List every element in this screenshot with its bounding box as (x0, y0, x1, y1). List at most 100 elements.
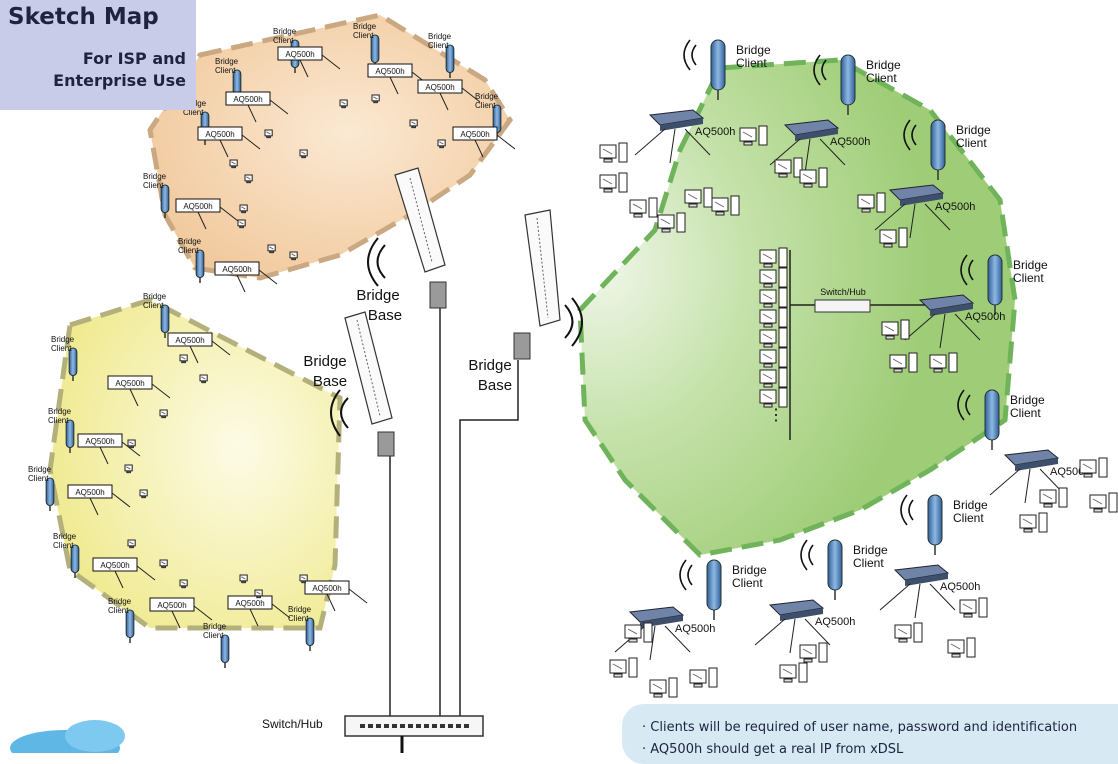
svg-text:AQ500h: AQ500h (965, 311, 1005, 323)
svg-text:AQ500h: AQ500h (222, 265, 251, 274)
aq500h-router: AQ500h (304, 580, 368, 612)
computer-icon (299, 574, 308, 584)
computer-icon (254, 589, 263, 599)
map-subtitle: For ISP and Enterprise Use (53, 48, 186, 92)
computer-icon (299, 149, 308, 159)
computer-icon (881, 319, 910, 340)
computer-icon (629, 197, 658, 218)
computer-icon (799, 642, 828, 663)
bridge-base-tower-top (367, 167, 447, 309)
aq500h-router: AQ500h (214, 261, 278, 293)
backbone-wiring (389, 300, 519, 725)
computer-icon (159, 559, 168, 569)
notes-box: · Clients will be required of user name,… (622, 704, 1118, 764)
aq500h-router: AQ500h (367, 63, 431, 95)
computer-icon (371, 94, 380, 104)
computer-icon (857, 192, 886, 213)
svg-text:AQ500h: AQ500h (235, 599, 264, 608)
computer-icon (159, 409, 168, 419)
svg-text:AQ500h: AQ500h (233, 95, 262, 104)
svg-text:AQ500h: AQ500h (675, 623, 715, 635)
computer-icon (1079, 457, 1108, 478)
computer-icon (759, 327, 788, 348)
aq500h-router: AQ500h (167, 332, 231, 364)
computer-icon (229, 159, 238, 169)
svg-text:AQ500h: AQ500h (85, 437, 114, 446)
svg-text:AQ500h: AQ500h (460, 130, 489, 139)
computer-icon (774, 157, 803, 178)
computer-icon (244, 174, 253, 184)
computer-icon (684, 187, 713, 208)
svg-text:AQ500h: AQ500h (115, 379, 144, 388)
computer-icon (759, 247, 788, 268)
yellow-coverage-area (47, 297, 343, 631)
svg-text:AQ500h: AQ500h (425, 83, 454, 92)
computer-icon (879, 227, 908, 248)
orange-coverage-area (147, 12, 514, 281)
aq500h-router: AQ500h (67, 484, 131, 516)
computer-icon (1089, 492, 1118, 513)
svg-text:AQ500h: AQ500h (175, 336, 204, 345)
green-switch-hub-cluster: Switch/Hub ⋮ (768, 250, 925, 440)
computer-icon (689, 667, 718, 688)
aq500h-router: AQ500h (277, 46, 341, 78)
svg-text:AQ500h: AQ500h (695, 126, 735, 138)
computer-icon (889, 352, 918, 373)
aq500h-router: AQ500h (107, 375, 171, 407)
svg-text:AQ500h: AQ500h (205, 130, 234, 139)
computer-icon (199, 374, 208, 384)
computer-icon (127, 439, 136, 449)
map-subtitle-line-2: Enterprise Use (53, 71, 186, 90)
computer-icon (599, 172, 628, 193)
svg-text:AQ500h: AQ500h (312, 584, 341, 593)
note-line-2: · AQ500h should get a real IP from xDSL (642, 742, 904, 757)
svg-text:AQ500h: AQ500h (75, 488, 104, 497)
computer-icon (124, 464, 133, 474)
computer-icon (289, 251, 298, 261)
computer-icon (657, 212, 686, 233)
computer-icon (1039, 487, 1068, 508)
computer-icon (649, 677, 678, 698)
svg-text:⋮: ⋮ (768, 407, 784, 424)
aq500h-router: AQ500h (754, 599, 855, 654)
aq500h-router: AQ500h (175, 198, 239, 230)
computer-icon (711, 195, 740, 216)
computer-icon (759, 367, 788, 388)
svg-text:AQ500h: AQ500h (940, 581, 980, 593)
aq500h-router: AQ500h (197, 126, 261, 158)
computer-icon (239, 204, 248, 214)
map-title: Sketch Map (8, 4, 159, 30)
computer-icon (139, 489, 148, 499)
aq500h-router: AQ500h (225, 91, 289, 123)
aq500h-router: AQ500h (879, 564, 980, 619)
computer-icon (959, 597, 988, 618)
map-subtitle-line-1: For ISP and (82, 49, 186, 68)
computer-icon (239, 574, 248, 584)
computer-icon (739, 125, 768, 146)
